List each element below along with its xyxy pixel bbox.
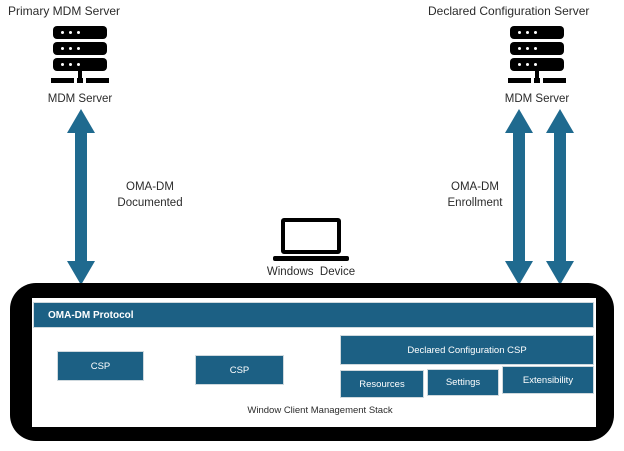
laptop-icon <box>273 218 349 266</box>
sub-box-resources[interactable]: Resources <box>340 370 424 398</box>
server-base-icon <box>86 78 109 83</box>
sub-box-settings[interactable]: Settings <box>427 369 499 396</box>
csp-box-left[interactable]: CSP <box>57 351 144 381</box>
laptop-base-icon <box>273 256 349 261</box>
laptop-notch-icon <box>306 254 316 257</box>
server-stem-icon <box>535 71 539 78</box>
oma-dm-protocol-bar[interactable]: OMA-DM Protocol <box>33 302 594 328</box>
declared-configuration-csp-box[interactable]: Declared Configuration CSP <box>340 335 594 365</box>
right-server-label: MDM Server <box>504 93 570 105</box>
right-arrow-label-line1: OMA-DM <box>451 181 499 193</box>
arrow-oma-dm-enrollment-outer <box>545 108 575 291</box>
windows-device-label: Windows Device <box>266 266 356 278</box>
server-unit-icon <box>53 42 107 55</box>
primary-mdm-server-title: Primary MDM Server <box>8 4 121 18</box>
server-base-icon <box>508 78 531 83</box>
server-stem-icon <box>78 71 82 78</box>
server-unit-icon <box>510 58 564 71</box>
server-icon-declared-config <box>504 24 570 90</box>
server-unit-icon <box>510 26 564 39</box>
arrow-oma-dm-documented <box>66 108 96 291</box>
left-arrow-label-line2: Documented <box>117 197 183 209</box>
server-base-icon <box>51 78 74 83</box>
csp-box-middle[interactable]: CSP <box>195 355 284 385</box>
laptop-screen-icon <box>281 218 341 254</box>
left-arrow-label-line1: OMA-DM <box>126 181 174 193</box>
server-base-icon <box>534 78 540 83</box>
server-unit-icon <box>53 58 107 71</box>
arrow-oma-dm-enrollment-inner <box>504 108 534 291</box>
server-icon-primary-mdm <box>47 24 113 90</box>
left-server-label: MDM Server <box>47 93 113 105</box>
right-arrow-label-line2: Enrollment <box>447 197 503 209</box>
server-base-icon <box>543 78 566 83</box>
declared-configuration-server-title: Declared Configuration Server <box>428 4 590 18</box>
server-unit-icon <box>53 26 107 39</box>
server-base-icon <box>77 78 83 83</box>
sub-box-extensibility[interactable]: Extensibility <box>502 366 594 394</box>
stack-caption: Window Client Management Stack <box>247 405 393 416</box>
server-unit-icon <box>510 42 564 55</box>
